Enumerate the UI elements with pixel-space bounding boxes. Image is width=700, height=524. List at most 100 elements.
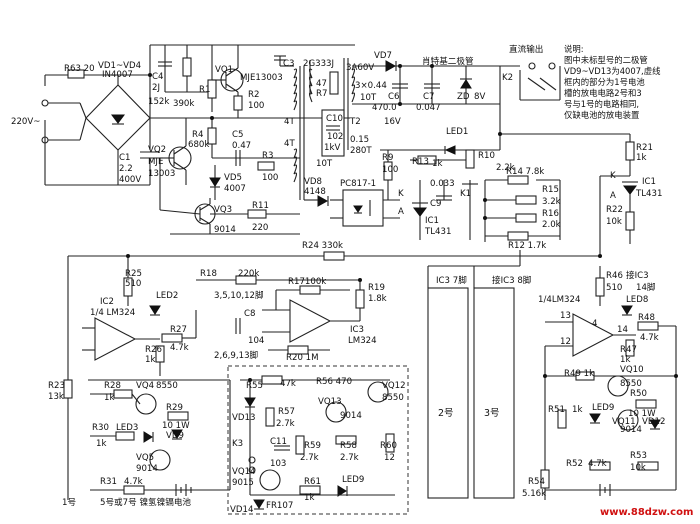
r30-value: 1k — [96, 439, 106, 449]
vq11-label: VQ11 — [612, 417, 636, 427]
led2-label: LED2 — [156, 291, 178, 301]
r28-value: 1k — [104, 393, 114, 403]
r24-label: R24 330k — [302, 241, 343, 251]
r14-label: R14 7.8k — [506, 167, 544, 177]
r31-value: 4.7k — [124, 477, 143, 487]
ic2-label: IC2 — [100, 297, 114, 307]
vq3-label: VQ3 — [214, 205, 232, 215]
ac-input-label: 220V~ — [11, 117, 40, 127]
schottky-note: 肖特基二极管 — [422, 55, 474, 67]
r11-label: R11 — [252, 201, 269, 211]
vq2-model-number: 13003 — [148, 169, 175, 179]
r-390k-label: 390k — [173, 99, 194, 109]
r27-value: 4.7k — [170, 343, 189, 353]
pin-4: 4 — [592, 319, 597, 329]
slot-3-label: 3号 — [484, 408, 500, 419]
k1-label: K1 — [460, 189, 471, 199]
r57-label: R57 — [278, 407, 295, 417]
r61-label: R61 — [304, 477, 321, 487]
vq4-model: 8550 — [156, 381, 178, 391]
r18-value: 220k — [238, 269, 259, 279]
r52-label: R52 — [566, 459, 583, 469]
vq1-label: VQ1 — [215, 65, 233, 75]
r3-label: R3 — [262, 151, 273, 161]
r48-label: R48 — [638, 313, 655, 323]
in4007-label: IN4007 — [102, 70, 133, 80]
fr107-label: FR107 — [266, 501, 293, 511]
led3-label: LED3 — [116, 423, 138, 433]
vq12-label: VQ12 — [382, 381, 406, 391]
t2-10t: 10T — [360, 93, 377, 103]
r29-value: 10 1W — [162, 421, 190, 431]
transformer-t2 — [343, 58, 440, 150]
vq12-model: 8550 — [382, 393, 404, 403]
r13-value: 1k — [432, 159, 442, 169]
c4-kvalue: 152k — [148, 97, 169, 107]
vq10-label: VQ10 — [620, 365, 644, 375]
r47-value: 1k — [620, 355, 630, 365]
discharge-section-3 — [540, 371, 676, 500]
ic4-model: 1/4LM324 — [538, 295, 580, 305]
ic1-left-k: K — [398, 189, 404, 199]
c7-label: C7 — [423, 92, 434, 102]
c11-value: 103 — [270, 459, 286, 469]
r4-value: 680k — [188, 140, 209, 150]
vd5-label: VD5 — [224, 173, 242, 183]
vd1vd4-label: VD1~VD4 — [98, 61, 141, 71]
c6-value: 470.0 — [372, 103, 397, 113]
r10-label: R10 — [478, 151, 495, 161]
r46-label: R46 — [606, 271, 623, 281]
k3-label: K3 — [232, 439, 243, 449]
r16-value: 2.0k — [542, 220, 561, 230]
transistor-vq2 — [150, 117, 350, 210]
vq4-label: VQ4 — [136, 381, 154, 391]
r51-value: 1k — [572, 405, 582, 415]
r9-value: 100 — [382, 165, 398, 175]
ic1-left-label: IC1 — [425, 216, 439, 226]
vd9-label: VD9 — [166, 431, 184, 441]
regulator-ic1-right — [500, 133, 638, 256]
vq2-model: MJE — [148, 157, 163, 167]
r16-label: R16 — [542, 209, 559, 219]
r53-label: R53 — [630, 451, 647, 461]
r9-label: R9 — [382, 153, 393, 163]
transistor-vq1 — [207, 45, 244, 118]
t2-wire: 3×0.44 — [355, 81, 387, 91]
r25-label: R25 — [125, 269, 142, 279]
pc817-label: PC817-1 — [340, 179, 376, 189]
r2-label: R2 — [248, 90, 259, 100]
vq10-model: 8550 — [620, 379, 642, 389]
optocoupler-pc817 — [304, 189, 400, 227]
t2-current: 3A60V — [346, 63, 374, 73]
led1-label: LED1 — [446, 127, 468, 137]
r59-label: R59 — [304, 441, 321, 451]
vq5-model: 9014 — [136, 464, 158, 474]
note-line-6: 仅缺电池的放电装置 — [564, 110, 640, 120]
r49-label: R49 1k — [564, 369, 594, 379]
vd5-value: 4007 — [224, 184, 246, 194]
c6-label: C6 — [388, 92, 399, 102]
r30-label: R30 — [92, 423, 109, 433]
slot-2-label: 2号 — [438, 408, 454, 419]
vq13-model: 9014 — [340, 411, 362, 421]
r31-label: R31 — [100, 477, 117, 487]
pins-3-5-10-12: 3,5,10,12脚 — [214, 290, 264, 301]
r29-label: R29 — [166, 403, 183, 413]
r55-value: 47k — [280, 379, 296, 389]
zd-value: 8V — [474, 92, 485, 102]
c3-value: 102 — [327, 132, 343, 142]
vq2-label: VQ2 — [148, 145, 166, 155]
discharge-section-1 — [88, 379, 231, 496]
note-line-5: 号与1号的电路相同, — [564, 99, 639, 109]
vd8-value: 4148 — [304, 187, 326, 197]
r26-label: R26 — [145, 345, 162, 355]
regulator-ic1-left — [383, 149, 478, 240]
r63-label: R63 20 — [64, 64, 95, 74]
ic1-left-a: A — [398, 207, 404, 217]
note-line-3: 框内的部分为1号电池 — [564, 77, 645, 87]
opamp-ic3 — [196, 275, 365, 355]
ic3-pin8-label: 接IC3 8脚 — [492, 274, 531, 286]
vq3-model: 9014 — [214, 225, 236, 235]
vq5-label: VQ5 — [136, 453, 154, 463]
